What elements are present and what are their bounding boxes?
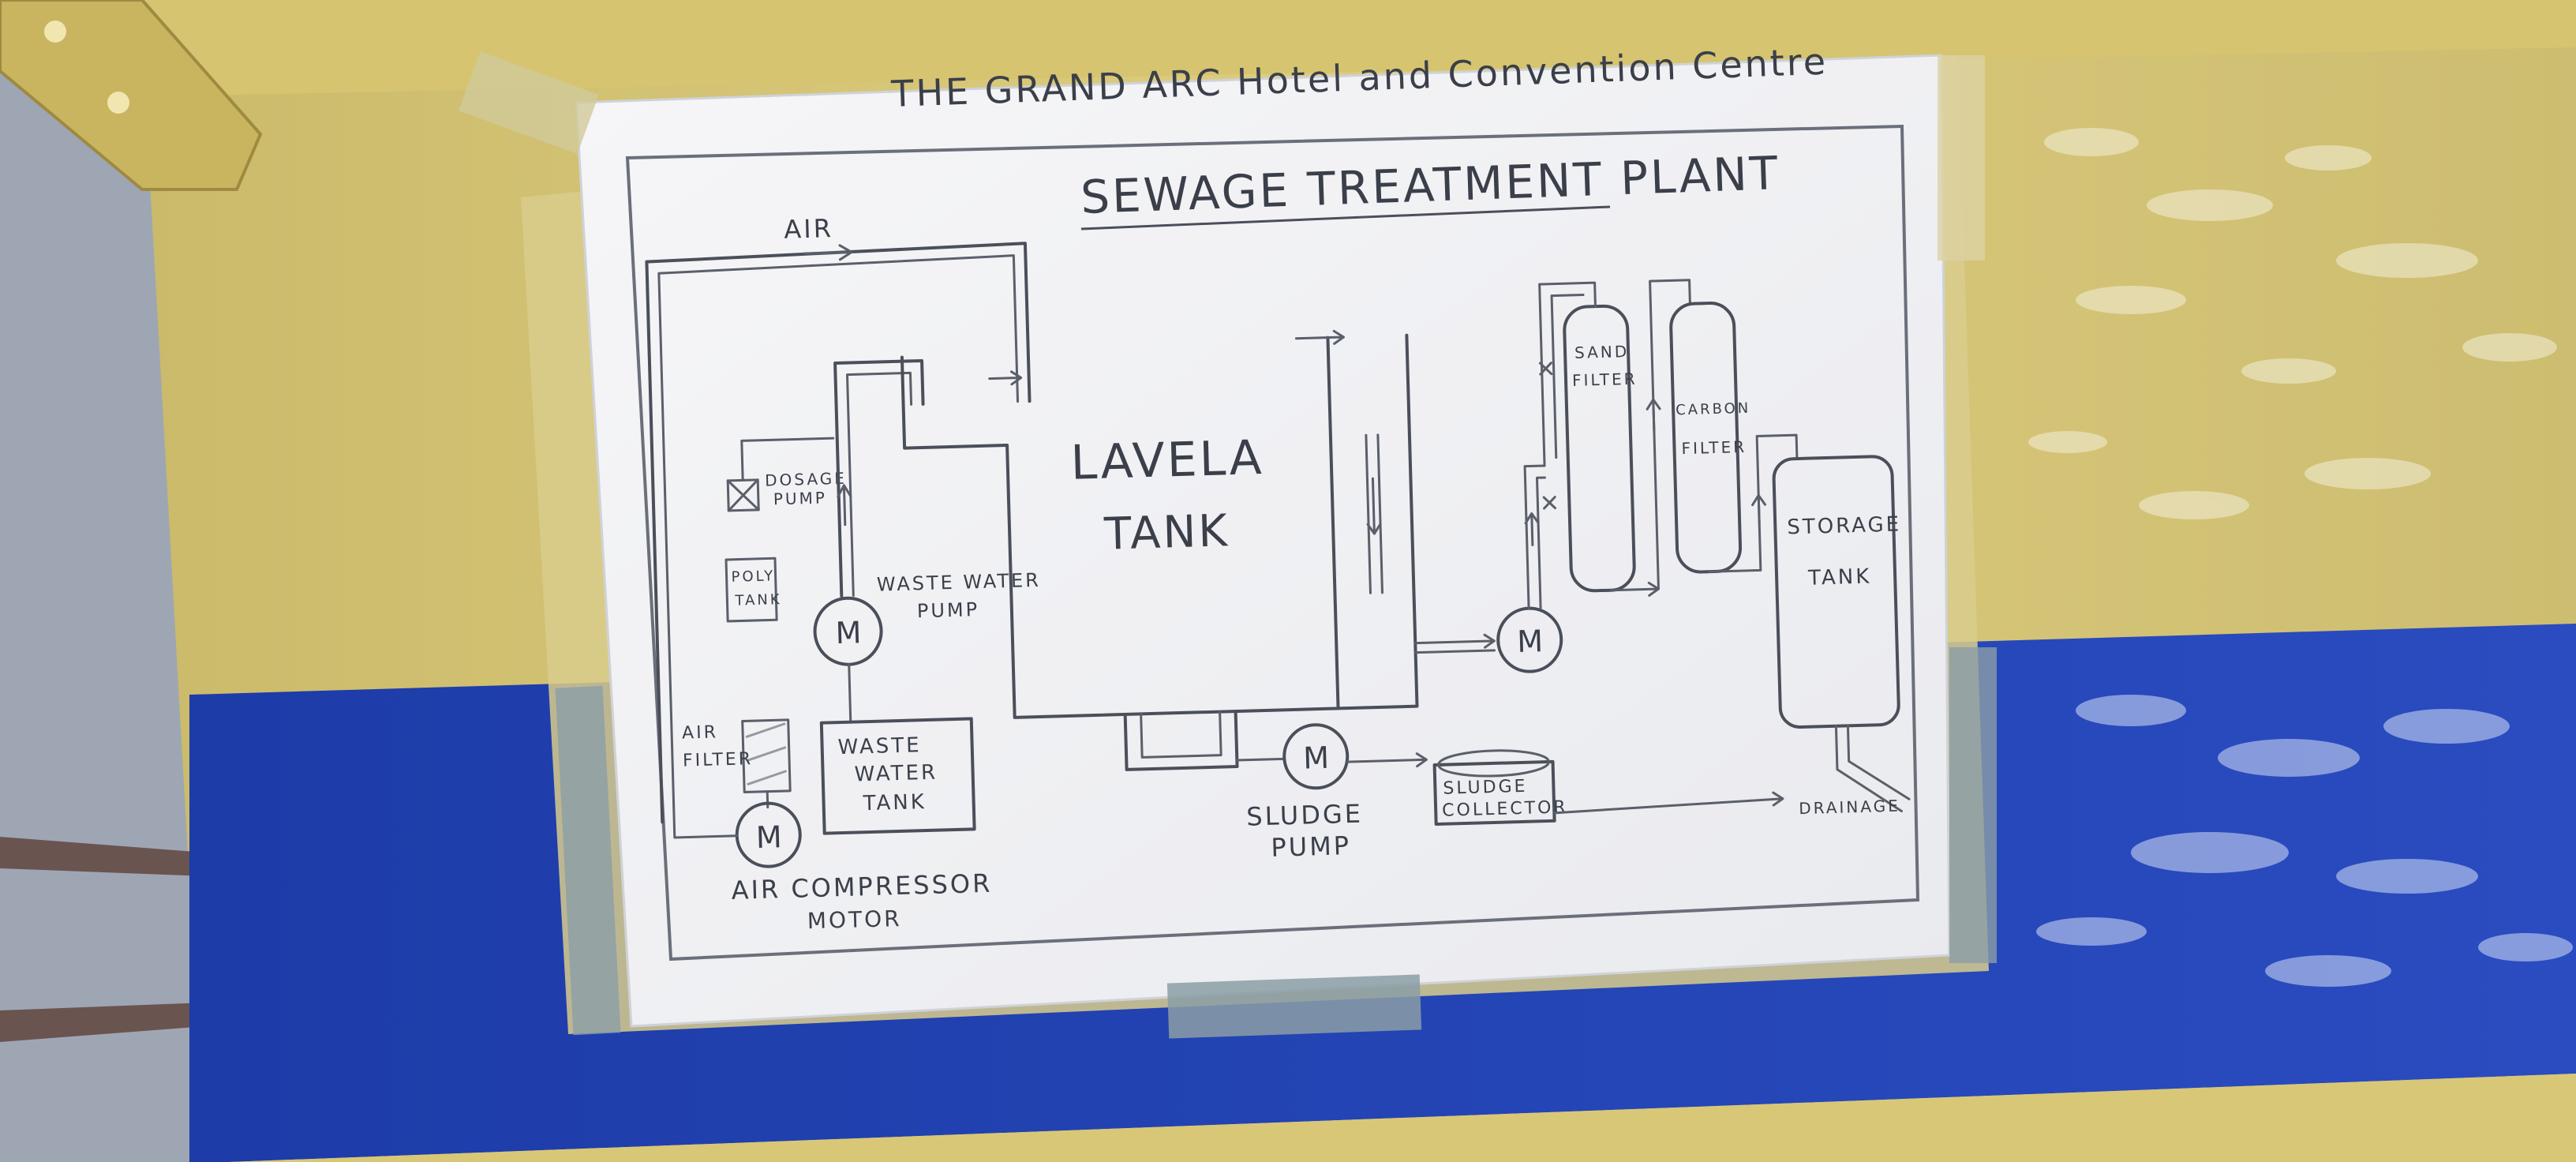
treatment-diagram: AIR DOSAGE PUMP POLY TANK AIR FILTER M A… [645, 213, 1911, 934]
blue-reflections [2036, 695, 2573, 987]
poly-tank-box [724, 557, 778, 623]
tape-bottom [1166, 974, 1422, 1039]
bracket-bolt-2 [107, 92, 129, 114]
outlet-to-filter-pump [1413, 633, 1496, 654]
sludge-to-collector [1346, 752, 1428, 768]
waste-water-pump-symbol: M [835, 615, 864, 650]
air-filter-hatch [745, 722, 787, 785]
sludge-collector-lid [1437, 749, 1551, 778]
title-underline [1080, 205, 1611, 231]
carbon-to-storage-arrow [1751, 493, 1767, 524]
air-arrow [803, 244, 853, 261]
waste-water-tank-label-1: WASTE [837, 733, 922, 759]
settling-baffle [1365, 433, 1383, 594]
waste-water-pipe [833, 358, 925, 598]
settling-down-arrow [1366, 477, 1382, 535]
storage-tank-label-2: TANK [1807, 564, 1872, 590]
poly-tank-label-2: TANK [734, 591, 782, 609]
carbon-filter-label-1: CARBON [1676, 400, 1751, 419]
pump-to-sand-arrow [1524, 512, 1540, 546]
sludge-underflow-inner [1140, 710, 1222, 759]
air-compressor-motor-symbol: M [755, 819, 784, 855]
pump-to-sand [1523, 464, 1546, 610]
wall-bottom-strip [229, 1074, 2576, 1162]
bracket [0, 0, 263, 191]
tape-top-left [459, 51, 599, 154]
waste-water-pump-label-2: PUMP [917, 598, 980, 622]
waste-water-pipe-inner [846, 371, 913, 598]
sludge-collector-label-2: COLLECTOR [1442, 797, 1568, 820]
settling-compartment [1336, 333, 1419, 710]
air-line-inner [657, 254, 1020, 808]
dosage-pump-label-1: DOSAGE [765, 469, 847, 490]
storage-tank [1772, 455, 1900, 729]
sand-to-carbon [1610, 279, 1691, 597]
sand-filter-top-pipe [1538, 281, 1597, 467]
waste-water-pump-label-1: WASTE WATER [877, 569, 1042, 596]
valve-x-2 [1538, 362, 1553, 376]
sludge-pump-symbol: M [1303, 740, 1332, 776]
storage-to-drain [1834, 724, 1911, 813]
lavela-tank [900, 335, 1340, 719]
collector-to-drain [1552, 791, 1784, 815]
lavela-inlet-arrow [988, 370, 1023, 386]
pump-to-tank [848, 663, 852, 724]
sludge-pump-label-2: PUMP [1271, 830, 1352, 863]
air-compressor-label-2: MOTOR [807, 905, 902, 934]
waste-water-up-arrow [837, 484, 852, 527]
storage-tank-label-1: STORAGE [1787, 512, 1902, 539]
drainage-label: DRAINAGE [1799, 797, 1900, 819]
sludge-collector [1432, 759, 1556, 826]
filter-feed-pump-symbol: M [1517, 624, 1546, 659]
settling-inlet-arrow [1294, 329, 1345, 345]
tape-right-top [1938, 55, 1985, 261]
tape-left [555, 685, 621, 1036]
dosage-line [740, 437, 835, 482]
sludge-pump-link [1235, 757, 1286, 762]
compressor-link [672, 804, 739, 839]
carbon-filter-label-2: FILTER [1681, 437, 1747, 458]
sand-filter-label-2: FILTER [1572, 369, 1638, 390]
valve-x [1542, 496, 1557, 510]
waste-water-tank [819, 717, 976, 835]
ceiling-beam [0, 0, 2576, 95]
carbon-to-storage [1708, 433, 1799, 573]
waste-water-tank-label-3: TANK [862, 790, 927, 815]
waste-water-tank-label-2: WATER [854, 761, 938, 787]
sludge-pump-label-1: SLUDGE [1246, 799, 1364, 832]
stair-rail [0, 837, 205, 876]
sand-to-carbon-up-arrow [1646, 398, 1661, 433]
tape-right [1949, 647, 1997, 963]
poster-border [625, 124, 1920, 961]
sand-filter-label-1: SAND [1574, 342, 1630, 362]
poly-tank-label-1: POLY [731, 568, 775, 586]
stair-rail-2 [0, 1003, 205, 1042]
wall-reflections [2028, 128, 2557, 519]
lavela-tank-label-1: LAVELA [1070, 430, 1265, 491]
sludge-pump [1282, 723, 1350, 790]
air-label: AIR [784, 213, 834, 245]
sludge-underflow [1123, 710, 1239, 771]
dosage-pump-cross [726, 478, 760, 512]
air-filter-label-1: AIR [682, 722, 719, 743]
bracket-bolt [44, 21, 66, 43]
air-filter-label-2: FILTER [683, 749, 754, 770]
air-compressor-label-1: AIR COMPRESSOR [731, 868, 993, 905]
dosage-pump-label-2: PUMP [773, 488, 828, 508]
sludge-collector-label-1: SLUDGE [1443, 777, 1528, 799]
left-wall [0, 32, 205, 1162]
lavela-tank-label-2: TANK [1103, 505, 1230, 560]
